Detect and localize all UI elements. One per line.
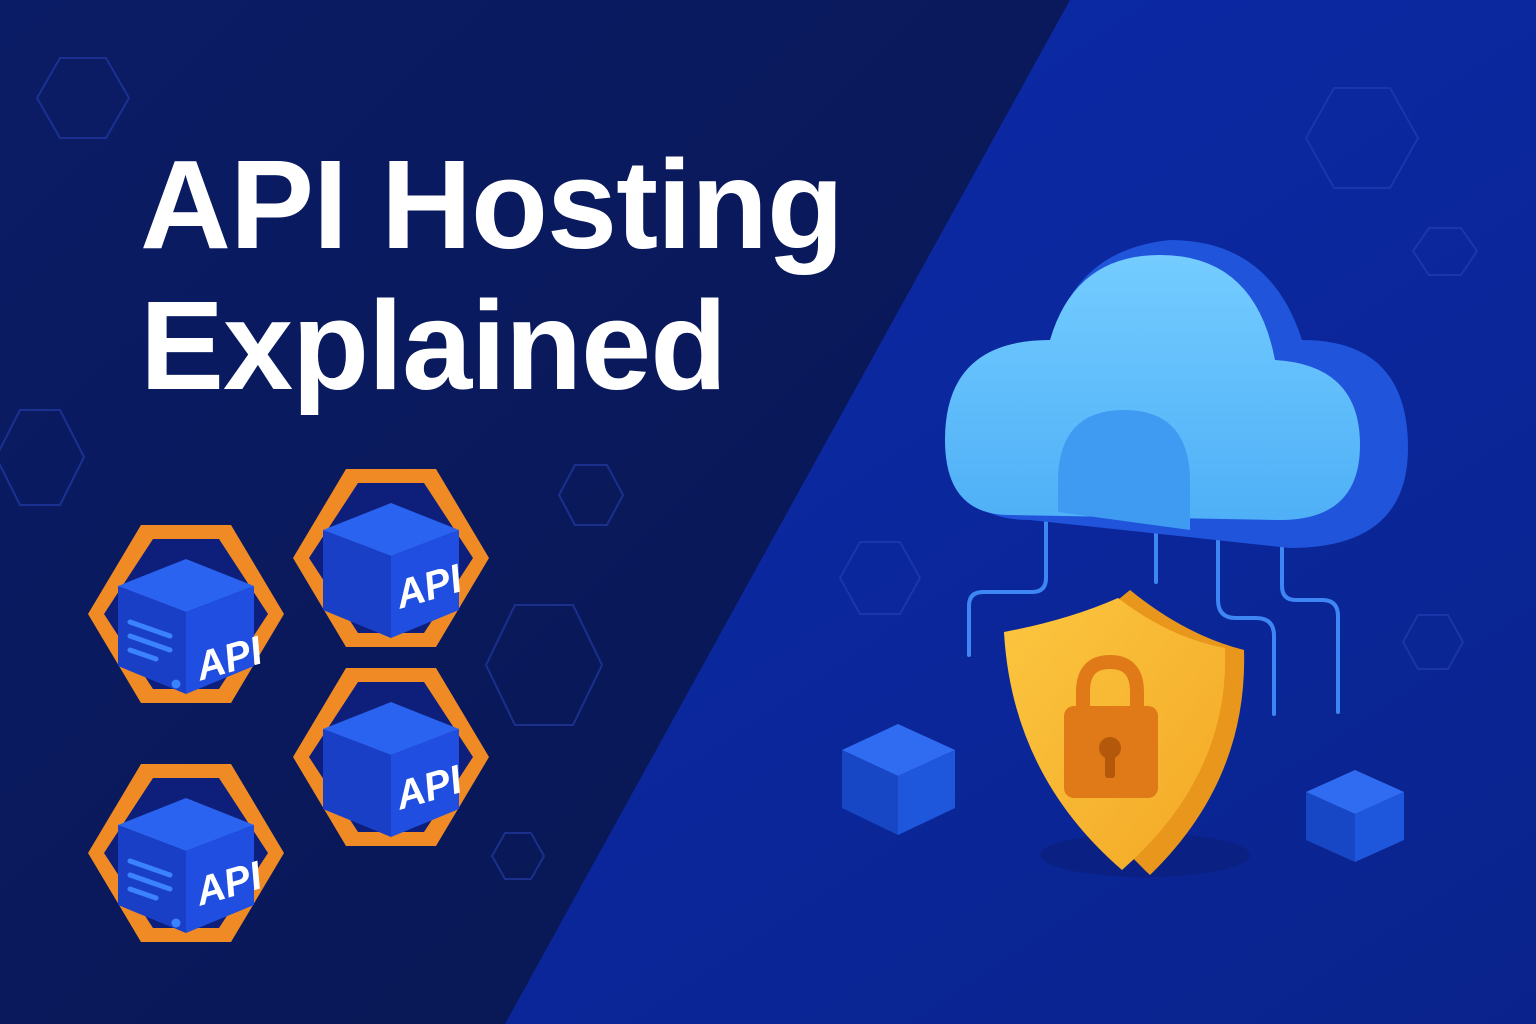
- connection-lines: [967, 510, 1340, 716]
- api-server-module: API: [88, 764, 284, 942]
- hexagon-outline-icon: [838, 541, 922, 615]
- hexagon-outline-icon: [0, 409, 86, 506]
- cloud-icon: [945, 240, 1408, 548]
- hexagon-outline-icon: [1411, 227, 1479, 276]
- cube-icon: [1306, 770, 1404, 862]
- api-server-module: API: [293, 469, 489, 647]
- hexagon-outline-icon: [35, 57, 131, 139]
- hexagon-outline-icon: [484, 604, 604, 726]
- cube-top: [118, 559, 254, 612]
- hexagon-outline-icon: [490, 832, 546, 880]
- cube-right-face: [391, 530, 459, 638]
- api-server-module: API: [88, 525, 284, 703]
- cube-top: [323, 503, 459, 556]
- server-lines-icon: [127, 858, 173, 901]
- cube-left-face: [118, 586, 186, 694]
- hexagon-outline-icon: [1304, 87, 1420, 189]
- status-dot-icon: [171, 918, 181, 928]
- cube-left-face: [118, 825, 186, 933]
- background-left-panel: [0, 0, 1070, 1024]
- hexagon-outline-icon: [557, 464, 625, 526]
- padlock-icon: [1064, 654, 1158, 798]
- cube-right-face: [391, 729, 459, 837]
- cube-icon: [842, 724, 955, 835]
- api-server-module: API: [293, 668, 489, 846]
- cube-left-face: [323, 729, 391, 837]
- cube-top: [323, 702, 459, 755]
- page-title-line-1: API Hosting: [140, 134, 844, 275]
- cube-right-face: [186, 586, 254, 694]
- page-title-line-2: Explained: [140, 275, 727, 416]
- cube-top: [118, 798, 254, 851]
- server-lines-icon: [127, 619, 173, 662]
- keyhole-icon: [1099, 737, 1121, 759]
- cube-right-face: [186, 825, 254, 933]
- cube-left-face: [323, 530, 391, 638]
- hexagon-outline-icon: [1401, 614, 1465, 670]
- decorative-hexagons: [0, 57, 1479, 880]
- status-dot-icon: [171, 679, 181, 689]
